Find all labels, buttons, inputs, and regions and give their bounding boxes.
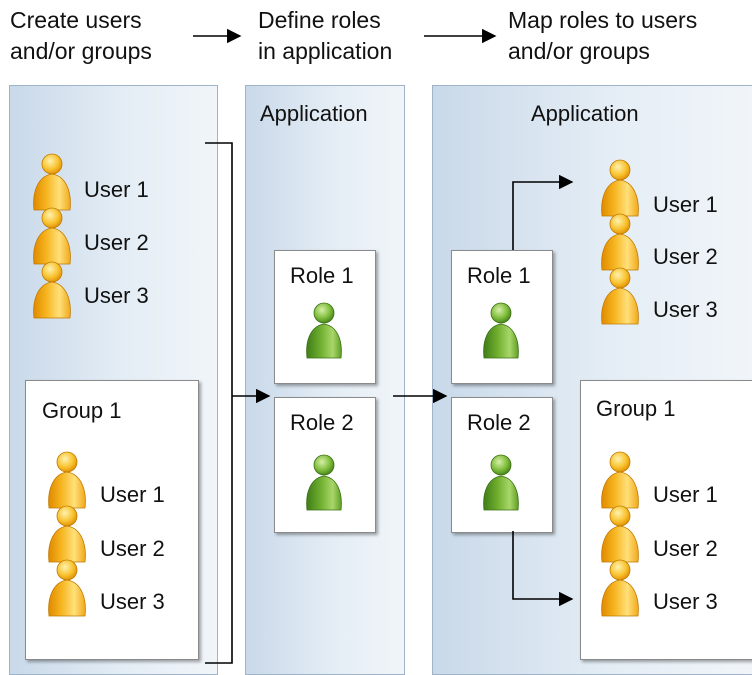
user-label: User 1 <box>653 482 718 507</box>
user-label: User 2 <box>653 536 718 561</box>
role2-to-user3-arrow <box>512 531 574 607</box>
role-label: Role 1 <box>467 263 531 288</box>
user-label: User 3 <box>100 589 165 614</box>
user-label: User 1 <box>84 177 149 202</box>
user-label: User 1 <box>653 192 718 217</box>
step-create-line-1: Create users <box>10 7 142 33</box>
step-define-line-1: Define roles <box>258 7 381 33</box>
user-label: User 2 <box>84 230 149 255</box>
user-label: User 2 <box>100 536 165 561</box>
user-label: User 2 <box>653 244 718 269</box>
group-title: Group 1 <box>42 398 122 423</box>
user-label: User 3 <box>653 297 718 322</box>
user-label: User 3 <box>653 589 718 614</box>
user-label: User 3 <box>84 283 149 308</box>
bracket-connector <box>205 142 233 664</box>
application-title: Application <box>531 101 639 126</box>
step-map-line-1: Map roles to users <box>508 7 698 33</box>
step-map-roles: Map roles to users and/or groups <box>508 5 697 67</box>
step-define-roles: Define roles in application <box>258 5 392 67</box>
role1-to-users-arrow <box>512 174 574 250</box>
step-define-line-2: in application <box>258 38 393 64</box>
role-label: Role 2 <box>290 410 354 435</box>
step-create-line-2: and/or groups <box>10 38 152 64</box>
user-label: User 1 <box>100 482 165 507</box>
step-create-users: Create users and/or groups <box>10 5 152 67</box>
role-label: Role 1 <box>290 263 354 288</box>
role-label: Role 2 <box>467 410 531 435</box>
group-title: Group 1 <box>596 396 676 421</box>
step-map-line-2: and/or groups <box>508 38 650 64</box>
application-title: Application <box>260 101 368 126</box>
